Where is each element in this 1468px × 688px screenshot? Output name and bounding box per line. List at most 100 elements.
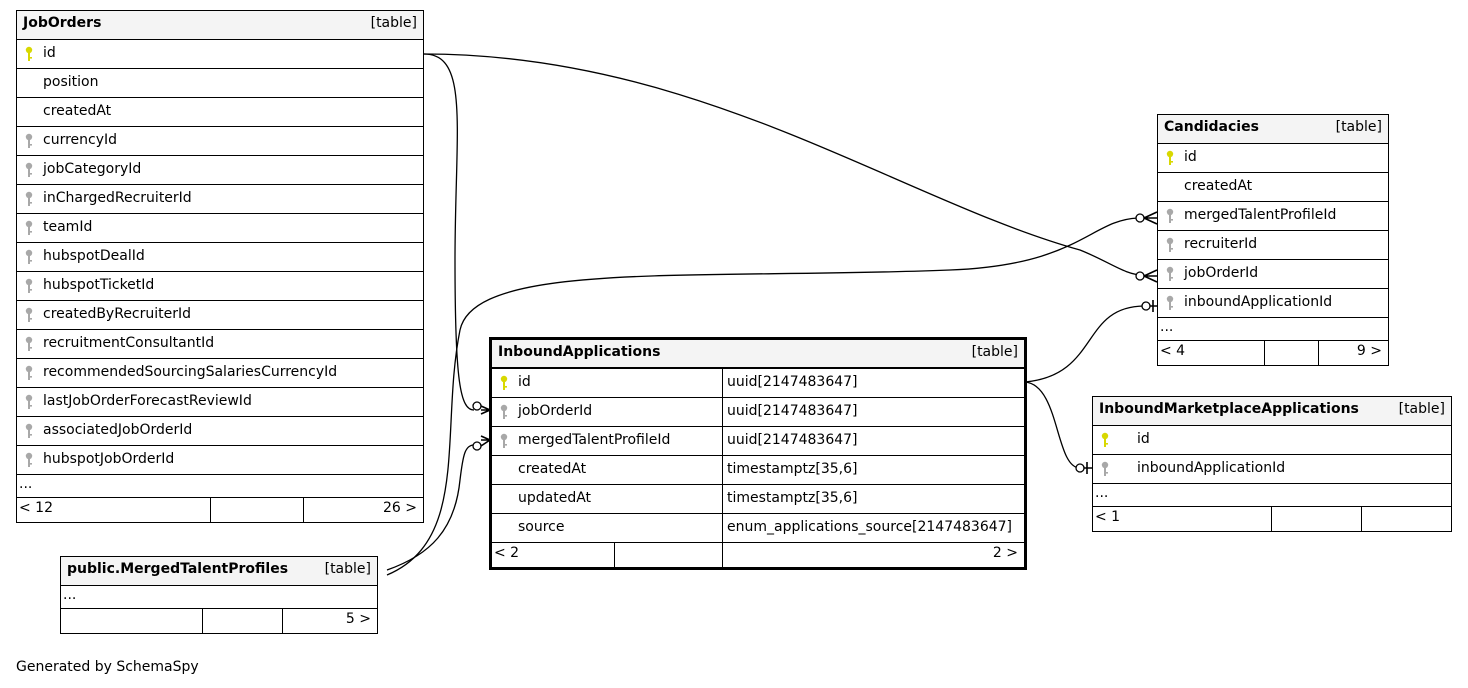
parents-count[interactable]: < 2 xyxy=(494,545,520,561)
column-row-createdat[interactable]: createdAt xyxy=(17,98,423,127)
table-tag: [table] xyxy=(370,15,417,31)
column-name: inboundApplicationId xyxy=(1137,460,1286,476)
column-row-joborderid[interactable]: jobOrderId xyxy=(1158,260,1388,289)
column-row-lastjoborderforecastreviewid[interactable]: lastJobOrderForecastReviewId xyxy=(17,388,423,417)
foreign-key-icon xyxy=(23,161,35,179)
table-header: JobOrders [table] xyxy=(17,11,423,40)
edge-marker-circle xyxy=(472,401,482,411)
column-name: jobOrderId xyxy=(518,403,593,419)
edge-inboundapplications-candidacies xyxy=(1024,305,1146,383)
column-row-inboundapplicationid[interactable]: inboundApplicationId xyxy=(1093,455,1451,484)
edge-marker-crowsfoot xyxy=(480,405,491,415)
column-name: updatedAt xyxy=(518,490,592,506)
column-row-inchargedrecruiterid[interactable]: inChargedRecruiterId xyxy=(17,185,423,214)
edge-marker-bar xyxy=(1084,462,1092,474)
primary-key-icon xyxy=(1099,431,1111,449)
parents-count[interactable]: < 12 xyxy=(19,500,53,516)
column-name: inChargedRecruiterId xyxy=(43,190,192,206)
column-row-hubspotdealid[interactable]: hubspotDealId xyxy=(17,243,423,272)
column-name: recruiterId xyxy=(1184,236,1258,252)
parents-count[interactable]: < 1 xyxy=(1095,509,1121,525)
edge-marker-circle xyxy=(1135,271,1145,281)
column-row-updatedat[interactable]: updatedAt timestamptz[35,6] xyxy=(492,485,1024,514)
column-row-id[interactable]: id xyxy=(17,40,423,69)
primary-key-icon xyxy=(23,45,35,63)
primary-key-icon xyxy=(1164,149,1176,167)
column-name: inboundApplicationId xyxy=(1184,294,1333,310)
column-name: createdAt xyxy=(1184,178,1253,194)
table-inboundmarketplaceapplications[interactable]: InboundMarketplaceApplications [table] i… xyxy=(1092,396,1452,532)
table-footer: < 2 2 > xyxy=(492,543,1024,567)
column-row-id[interactable]: id xyxy=(1093,426,1451,455)
column-name: recommendedSourcingSalariesCurrencyId xyxy=(43,364,338,380)
column-row-hubspotticketid[interactable]: hubspotTicketId xyxy=(17,272,423,301)
column-row-jobcategoryid[interactable]: jobCategoryId xyxy=(17,156,423,185)
column-name: teamId xyxy=(43,219,93,235)
children-count[interactable]: 5 > xyxy=(345,611,371,627)
column-row-createdbyrecruiterid[interactable]: createdByRecruiterId xyxy=(17,301,423,330)
foreign-key-icon xyxy=(23,422,35,440)
column-name: createdAt xyxy=(43,103,112,119)
table-footer: < 1 xyxy=(1093,507,1451,531)
foreign-key-icon xyxy=(23,190,35,208)
column-name: hubspotDealId xyxy=(43,248,145,264)
column-name: recruitmentConsultantId xyxy=(43,335,215,351)
column-row-hubspotjoborderid[interactable]: hubspotJobOrderId xyxy=(17,446,423,475)
foreign-key-icon xyxy=(1099,460,1111,478)
column-row-position[interactable]: position xyxy=(17,69,423,98)
column-row-associatedjoborderid[interactable]: associatedJobOrderId xyxy=(17,417,423,446)
column-name: jobCategoryId xyxy=(43,161,142,177)
table-header: public.MergedTalentProfiles [table] xyxy=(61,557,377,586)
foreign-key-icon xyxy=(23,364,35,382)
edge-inboundapplications-marketplace xyxy=(1024,381,1081,469)
column-row-recommendedsourcingsalariescurrencyid[interactable]: recommendedSourcingSalariesCurrencyId xyxy=(17,359,423,388)
table-name: public.MergedTalentProfiles xyxy=(67,561,289,577)
children-count[interactable]: 2 > xyxy=(992,545,1018,561)
column-row-teamid[interactable]: teamId xyxy=(17,214,423,243)
column-row-joborderid[interactable]: jobOrderId uuid[2147483647] xyxy=(492,398,1024,427)
column-name: hubspotJobOrderId xyxy=(43,451,175,467)
column-name: source xyxy=(518,519,565,535)
column-row-mergedtalentprofileid[interactable]: mergedTalentProfileId uuid[2147483647] xyxy=(492,427,1024,456)
column-row-inboundapplicationid[interactable]: inboundApplicationId xyxy=(1158,289,1388,318)
children-count[interactable]: 9 > xyxy=(1356,343,1382,359)
column-row-mergedtalentprofileid[interactable]: mergedTalentProfileId xyxy=(1158,202,1388,231)
foreign-key-icon xyxy=(1164,294,1176,312)
more-columns: ... xyxy=(61,586,377,609)
column-name: position xyxy=(43,74,99,90)
edge-marker-circle xyxy=(1141,301,1151,311)
column-type: uuid[2147483647] xyxy=(727,432,858,448)
foreign-key-icon xyxy=(23,451,35,469)
table-joborders[interactable]: JobOrders [table] id position createdAt cur… xyxy=(16,10,424,523)
children-count[interactable]: 26 > xyxy=(383,500,417,516)
table-footer: < 12 26 > xyxy=(17,498,423,522)
more-columns: ... xyxy=(1158,318,1388,341)
column-row-createdat[interactable]: createdAt xyxy=(1158,173,1388,202)
column-row-id[interactable]: id xyxy=(1158,144,1388,173)
generated-by-text: Generated by SchemaSpy xyxy=(16,659,199,675)
table-mergedtalentprofiles[interactable]: public.MergedTalentProfiles [table] ... … xyxy=(60,556,378,634)
table-name: InboundApplications xyxy=(498,344,661,360)
edge-mergedtalent-inboundapplications xyxy=(386,444,475,571)
foreign-key-icon xyxy=(23,219,35,237)
parents-count[interactable]: < 4 xyxy=(1160,343,1186,359)
table-name: JobOrders xyxy=(23,15,102,31)
column-type: timestamptz[35,6] xyxy=(727,490,858,506)
column-type: uuid[2147483647] xyxy=(727,403,858,419)
column-name: id xyxy=(43,45,56,61)
column-row-recruiterid[interactable]: recruiterId xyxy=(1158,231,1388,260)
column-name: lastJobOrderForecastReviewId xyxy=(43,393,252,409)
edge-marker-crowsfoot xyxy=(1143,269,1158,283)
foreign-key-icon xyxy=(1164,207,1176,225)
edge-marker-bar xyxy=(1150,300,1157,312)
column-name: mergedTalentProfileId xyxy=(518,432,671,448)
column-row-currencyid[interactable]: currencyId xyxy=(17,127,423,156)
more-columns: ... xyxy=(1093,484,1451,507)
column-row-recruitmentconsultantid[interactable]: recruitmentConsultantId xyxy=(17,330,423,359)
